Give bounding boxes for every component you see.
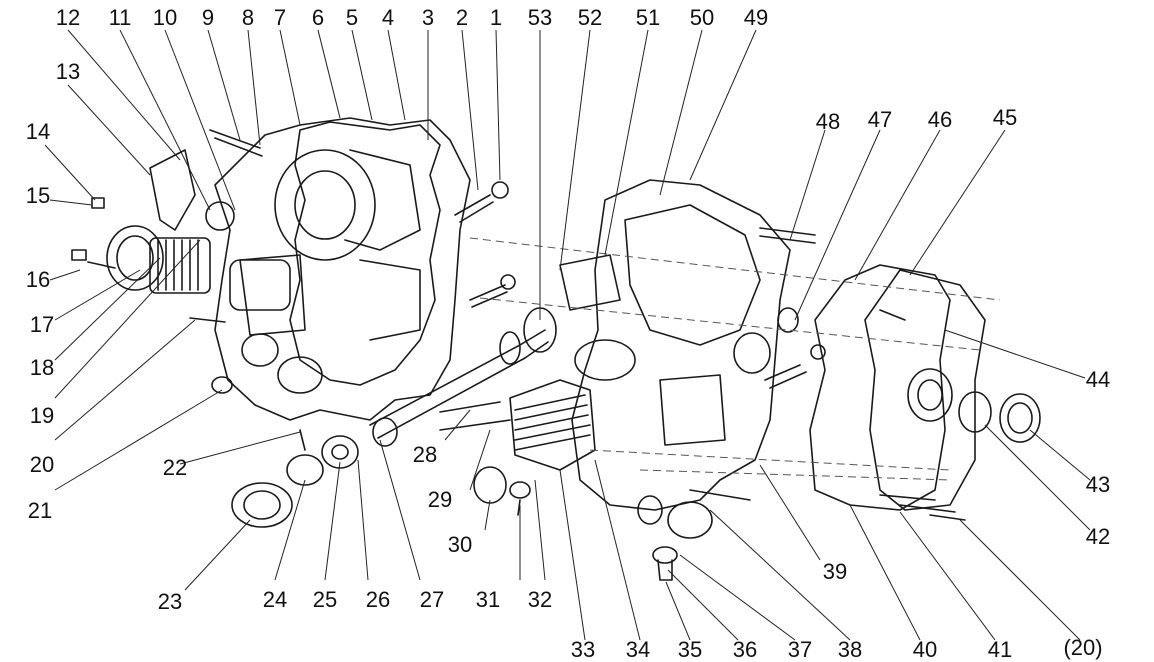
callout-48: 48 — [815, 109, 841, 134]
callout-15: 15 — [25, 183, 51, 208]
filter-sleeve — [205, 201, 235, 231]
seal-bore — [733, 332, 771, 374]
callout-28: 28 — [412, 442, 438, 467]
oil-seal-43 — [999, 393, 1041, 443]
callout-18: 18 — [29, 355, 55, 380]
callout-26: 26 — [365, 587, 391, 612]
callout-7: 7 — [273, 5, 287, 30]
callout-20-ref: (20) — [1063, 635, 1103, 660]
callout-13: 13 — [55, 59, 81, 84]
bearing-bore — [274, 149, 376, 261]
callout-6: 6 — [311, 5, 325, 30]
seal-42 — [958, 391, 992, 433]
callout-32: 32 — [527, 587, 553, 612]
filter-cover — [106, 225, 164, 291]
callout-49: 49 — [743, 5, 769, 30]
right-crankcase-outline — [571, 179, 791, 511]
oil-filter — [149, 237, 211, 294]
callout-41: 41 — [987, 637, 1013, 662]
callout-30: 30 — [447, 532, 473, 557]
callout-40: 40 — [912, 637, 938, 662]
callout-29: 29 — [427, 487, 453, 512]
callout-19: 19 — [29, 403, 55, 428]
callout-5: 5 — [345, 5, 359, 30]
callout-46: 46 — [927, 107, 953, 132]
left-case-flange — [289, 121, 441, 386]
callout-9: 9 — [201, 5, 215, 30]
callout-43: 43 — [1085, 472, 1111, 497]
callout-51: 51 — [635, 5, 661, 30]
callout-2: 2 — [455, 5, 469, 30]
side-cover-gasket — [809, 264, 951, 511]
output-shaft — [369, 329, 549, 439]
callout-44: 44 — [1085, 367, 1111, 392]
callout-33: 33 — [570, 637, 596, 662]
callout-23: 23 — [157, 589, 183, 614]
callout-38: 38 — [837, 637, 863, 662]
callout-39: 39 — [822, 559, 848, 584]
callout-8: 8 — [241, 5, 255, 30]
callout-10: 10 — [152, 5, 178, 30]
callout-1: 1 — [489, 5, 503, 30]
callout-36: 36 — [732, 637, 758, 662]
flange-23 — [231, 482, 293, 528]
side-cover — [864, 269, 986, 511]
oil-pump-gear — [667, 501, 713, 539]
callout-34: 34 — [625, 637, 651, 662]
callout-14: 14 — [25, 119, 51, 144]
callout-45: 45 — [992, 105, 1018, 130]
callout-52: 52 — [577, 5, 603, 30]
callout-37: 37 — [787, 637, 813, 662]
callout-47: 47 — [867, 107, 893, 132]
callout-16: 16 — [25, 267, 51, 292]
callout-25: 25 — [312, 587, 338, 612]
callout-17: 17 — [29, 312, 55, 337]
callout-12: 12 — [55, 5, 81, 30]
callout-3: 3 — [421, 5, 435, 30]
callout-31: 31 — [475, 587, 501, 612]
callout-53: 53 — [527, 5, 553, 30]
left-crankcase-outline — [214, 117, 471, 421]
oil-cooler — [509, 379, 596, 471]
callout-42: 42 — [1085, 524, 1111, 549]
callout-35: 35 — [677, 637, 703, 662]
cover-bracket — [149, 149, 196, 231]
callout-22: 22 — [162, 455, 188, 480]
callout-11: 11 — [108, 5, 132, 30]
callout-4: 4 — [381, 5, 395, 30]
callout-50: 50 — [689, 5, 715, 30]
callout-27: 27 — [419, 587, 445, 612]
callout-21: 21 — [27, 498, 53, 523]
callout-20: 20 — [29, 452, 55, 477]
callout-24: 24 — [262, 587, 288, 612]
